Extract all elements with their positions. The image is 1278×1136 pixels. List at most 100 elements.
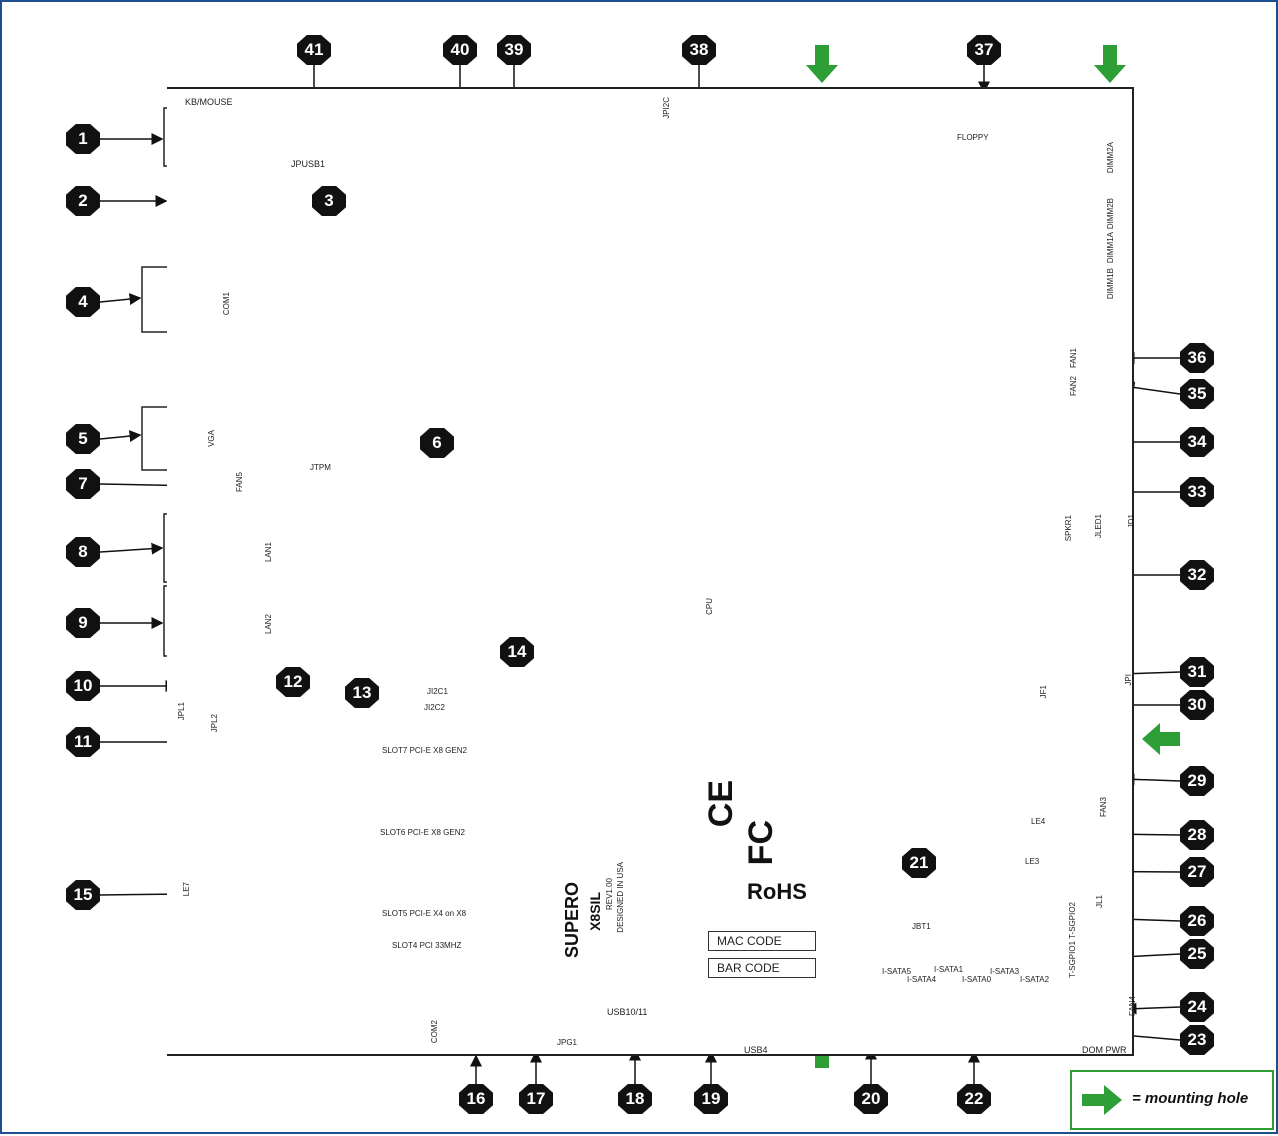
label-jpi: JPI bbox=[1124, 674, 1133, 686]
callout-7: 7 bbox=[66, 469, 100, 499]
label-jd1: JD1 bbox=[1127, 514, 1136, 529]
label-fan3: FAN3 bbox=[1099, 797, 1108, 818]
callout-33: 33 bbox=[1180, 477, 1214, 507]
revision-text: REV1.00 bbox=[605, 878, 614, 911]
callout-41: 41 bbox=[297, 35, 331, 65]
mac-code-label: MAC CODE bbox=[708, 931, 816, 951]
callout-40: 40 bbox=[443, 35, 477, 65]
label-jpg1: JPG1 bbox=[557, 1038, 578, 1047]
label-slot6: SLOT6 PCI-E X8 GEN2 bbox=[380, 828, 465, 837]
callout-1: 1 bbox=[66, 124, 100, 154]
callout-38: 38 bbox=[682, 35, 716, 65]
label-jpl2: JPL2 bbox=[210, 714, 219, 733]
callout-27: 27 bbox=[1180, 857, 1214, 887]
label-le7: LE7 bbox=[182, 882, 191, 897]
leader-4 bbox=[99, 293, 142, 306]
callout-30: 30 bbox=[1180, 690, 1214, 720]
callout-37: 37 bbox=[967, 35, 1001, 65]
callout-36: 36 bbox=[1180, 343, 1214, 373]
label-jtpm: JTPM bbox=[310, 463, 331, 472]
leader-5 bbox=[99, 430, 142, 443]
callout-18: 18 bbox=[618, 1084, 652, 1114]
callout-6: 6 bbox=[420, 428, 454, 458]
label-com2: COM2 bbox=[430, 1020, 439, 1044]
supermicro-logo-text: SUPERO bbox=[562, 882, 582, 959]
label-com1: COM1 bbox=[222, 292, 231, 316]
label-ji2c1: JI2C1 bbox=[427, 687, 448, 696]
callout-32: 32 bbox=[1180, 560, 1214, 590]
label-slot4: SLOT4 PCI 33MHZ bbox=[392, 941, 462, 950]
label-jpi2c: JPI2C bbox=[662, 97, 671, 119]
label-slot7: SLOT7 PCI-E X8 GEN2 bbox=[382, 746, 467, 755]
callout-3: 3 bbox=[312, 186, 346, 216]
legend-text: = mounting hole bbox=[1132, 1090, 1249, 1107]
callout-21: 21 bbox=[902, 848, 936, 878]
callout-35: 35 bbox=[1180, 379, 1214, 409]
callout-29: 29 bbox=[1180, 766, 1214, 796]
label-usb4: USB4 bbox=[744, 1045, 768, 1055]
label-usb1011: USB10/11 bbox=[607, 1007, 648, 1017]
green-arrow-icon bbox=[1142, 723, 1180, 755]
rohs-mark: RoHS bbox=[747, 879, 807, 904]
label-i-sata2: I-SATA2 bbox=[1020, 975, 1050, 984]
leader-8 bbox=[99, 542, 164, 555]
label-fan1: FAN1 bbox=[1069, 348, 1078, 369]
callout-12: 12 bbox=[276, 667, 310, 697]
callout-22: 22 bbox=[957, 1084, 991, 1114]
fcc-mark: FC bbox=[742, 820, 780, 866]
callout-9: 9 bbox=[66, 608, 100, 638]
model-name: X8SIL bbox=[587, 892, 603, 931]
designed-in-usa-text: DESIGNED IN USA bbox=[616, 862, 625, 933]
green-arrow-icon bbox=[806, 45, 838, 83]
label-lan1: LAN1 bbox=[264, 542, 273, 563]
callout-26: 26 bbox=[1180, 906, 1214, 936]
label-lan2: LAN2 bbox=[264, 614, 273, 635]
callout-2: 2 bbox=[66, 186, 100, 216]
label-jbt1: JBT1 bbox=[912, 922, 931, 931]
callout-5: 5 bbox=[66, 424, 100, 454]
label-fan5: FAN5 bbox=[235, 472, 244, 493]
label-i-sata3: I-SATA3 bbox=[990, 967, 1020, 976]
callout-25: 25 bbox=[1180, 939, 1214, 969]
label-dimm2a: DIMM2A bbox=[1106, 142, 1115, 174]
legend-box: = mounting hole bbox=[1070, 1070, 1274, 1130]
callout-39: 39 bbox=[497, 35, 531, 65]
leader-24 bbox=[1124, 1002, 1181, 1015]
label-jpl1: JPL1 bbox=[177, 702, 186, 721]
callout-4: 4 bbox=[66, 287, 100, 317]
callout-19: 19 bbox=[694, 1084, 728, 1114]
label-i-sata5: I-SATA5 bbox=[882, 967, 912, 976]
green-arrow-icon bbox=[1094, 45, 1126, 83]
callout-34: 34 bbox=[1180, 427, 1214, 457]
label-vga: VGA bbox=[207, 430, 216, 447]
label-jl1: JL1 bbox=[1095, 895, 1104, 908]
label-i-sata4: I-SATA4 bbox=[907, 975, 937, 984]
label-kb-mouse: KB/MOUSE bbox=[185, 97, 233, 107]
label-jf1: JF1 bbox=[1039, 685, 1048, 699]
callout-11: 11 bbox=[66, 727, 100, 757]
label-floppy: FLOPPY bbox=[957, 133, 989, 142]
callout-13: 13 bbox=[345, 678, 379, 708]
label-fan4: FAN4 bbox=[1128, 996, 1137, 1017]
label-le3: LE3 bbox=[1025, 857, 1040, 866]
bar-code-label: BAR CODE bbox=[708, 958, 816, 978]
label-jpusb1: JPUSB1 bbox=[291, 159, 326, 169]
ce-mark: CE bbox=[702, 780, 740, 828]
callout-20: 20 bbox=[854, 1084, 888, 1114]
label-i-sata1: I-SATA1 bbox=[934, 965, 964, 974]
callout-8: 8 bbox=[66, 537, 100, 567]
label-ji2c2: JI2C2 bbox=[424, 703, 445, 712]
callout-24: 24 bbox=[1180, 992, 1214, 1022]
callout-31: 31 bbox=[1180, 657, 1214, 687]
label-dimm1a: DIMM1A bbox=[1106, 232, 1115, 264]
callout-28: 28 bbox=[1180, 820, 1214, 850]
green-arrow-icon bbox=[1082, 1085, 1122, 1115]
callout-10: 10 bbox=[66, 671, 100, 701]
label-dom-pwr: DOM PWR bbox=[1082, 1045, 1127, 1055]
label-i-sata0: I-SATA0 bbox=[962, 975, 992, 984]
label-tsgpio: T-SGPIO1 T-SGPIO2 bbox=[1068, 902, 1077, 978]
callout-14: 14 bbox=[500, 637, 534, 667]
callout-23: 23 bbox=[1180, 1025, 1214, 1055]
callout-15: 15 bbox=[66, 880, 100, 910]
